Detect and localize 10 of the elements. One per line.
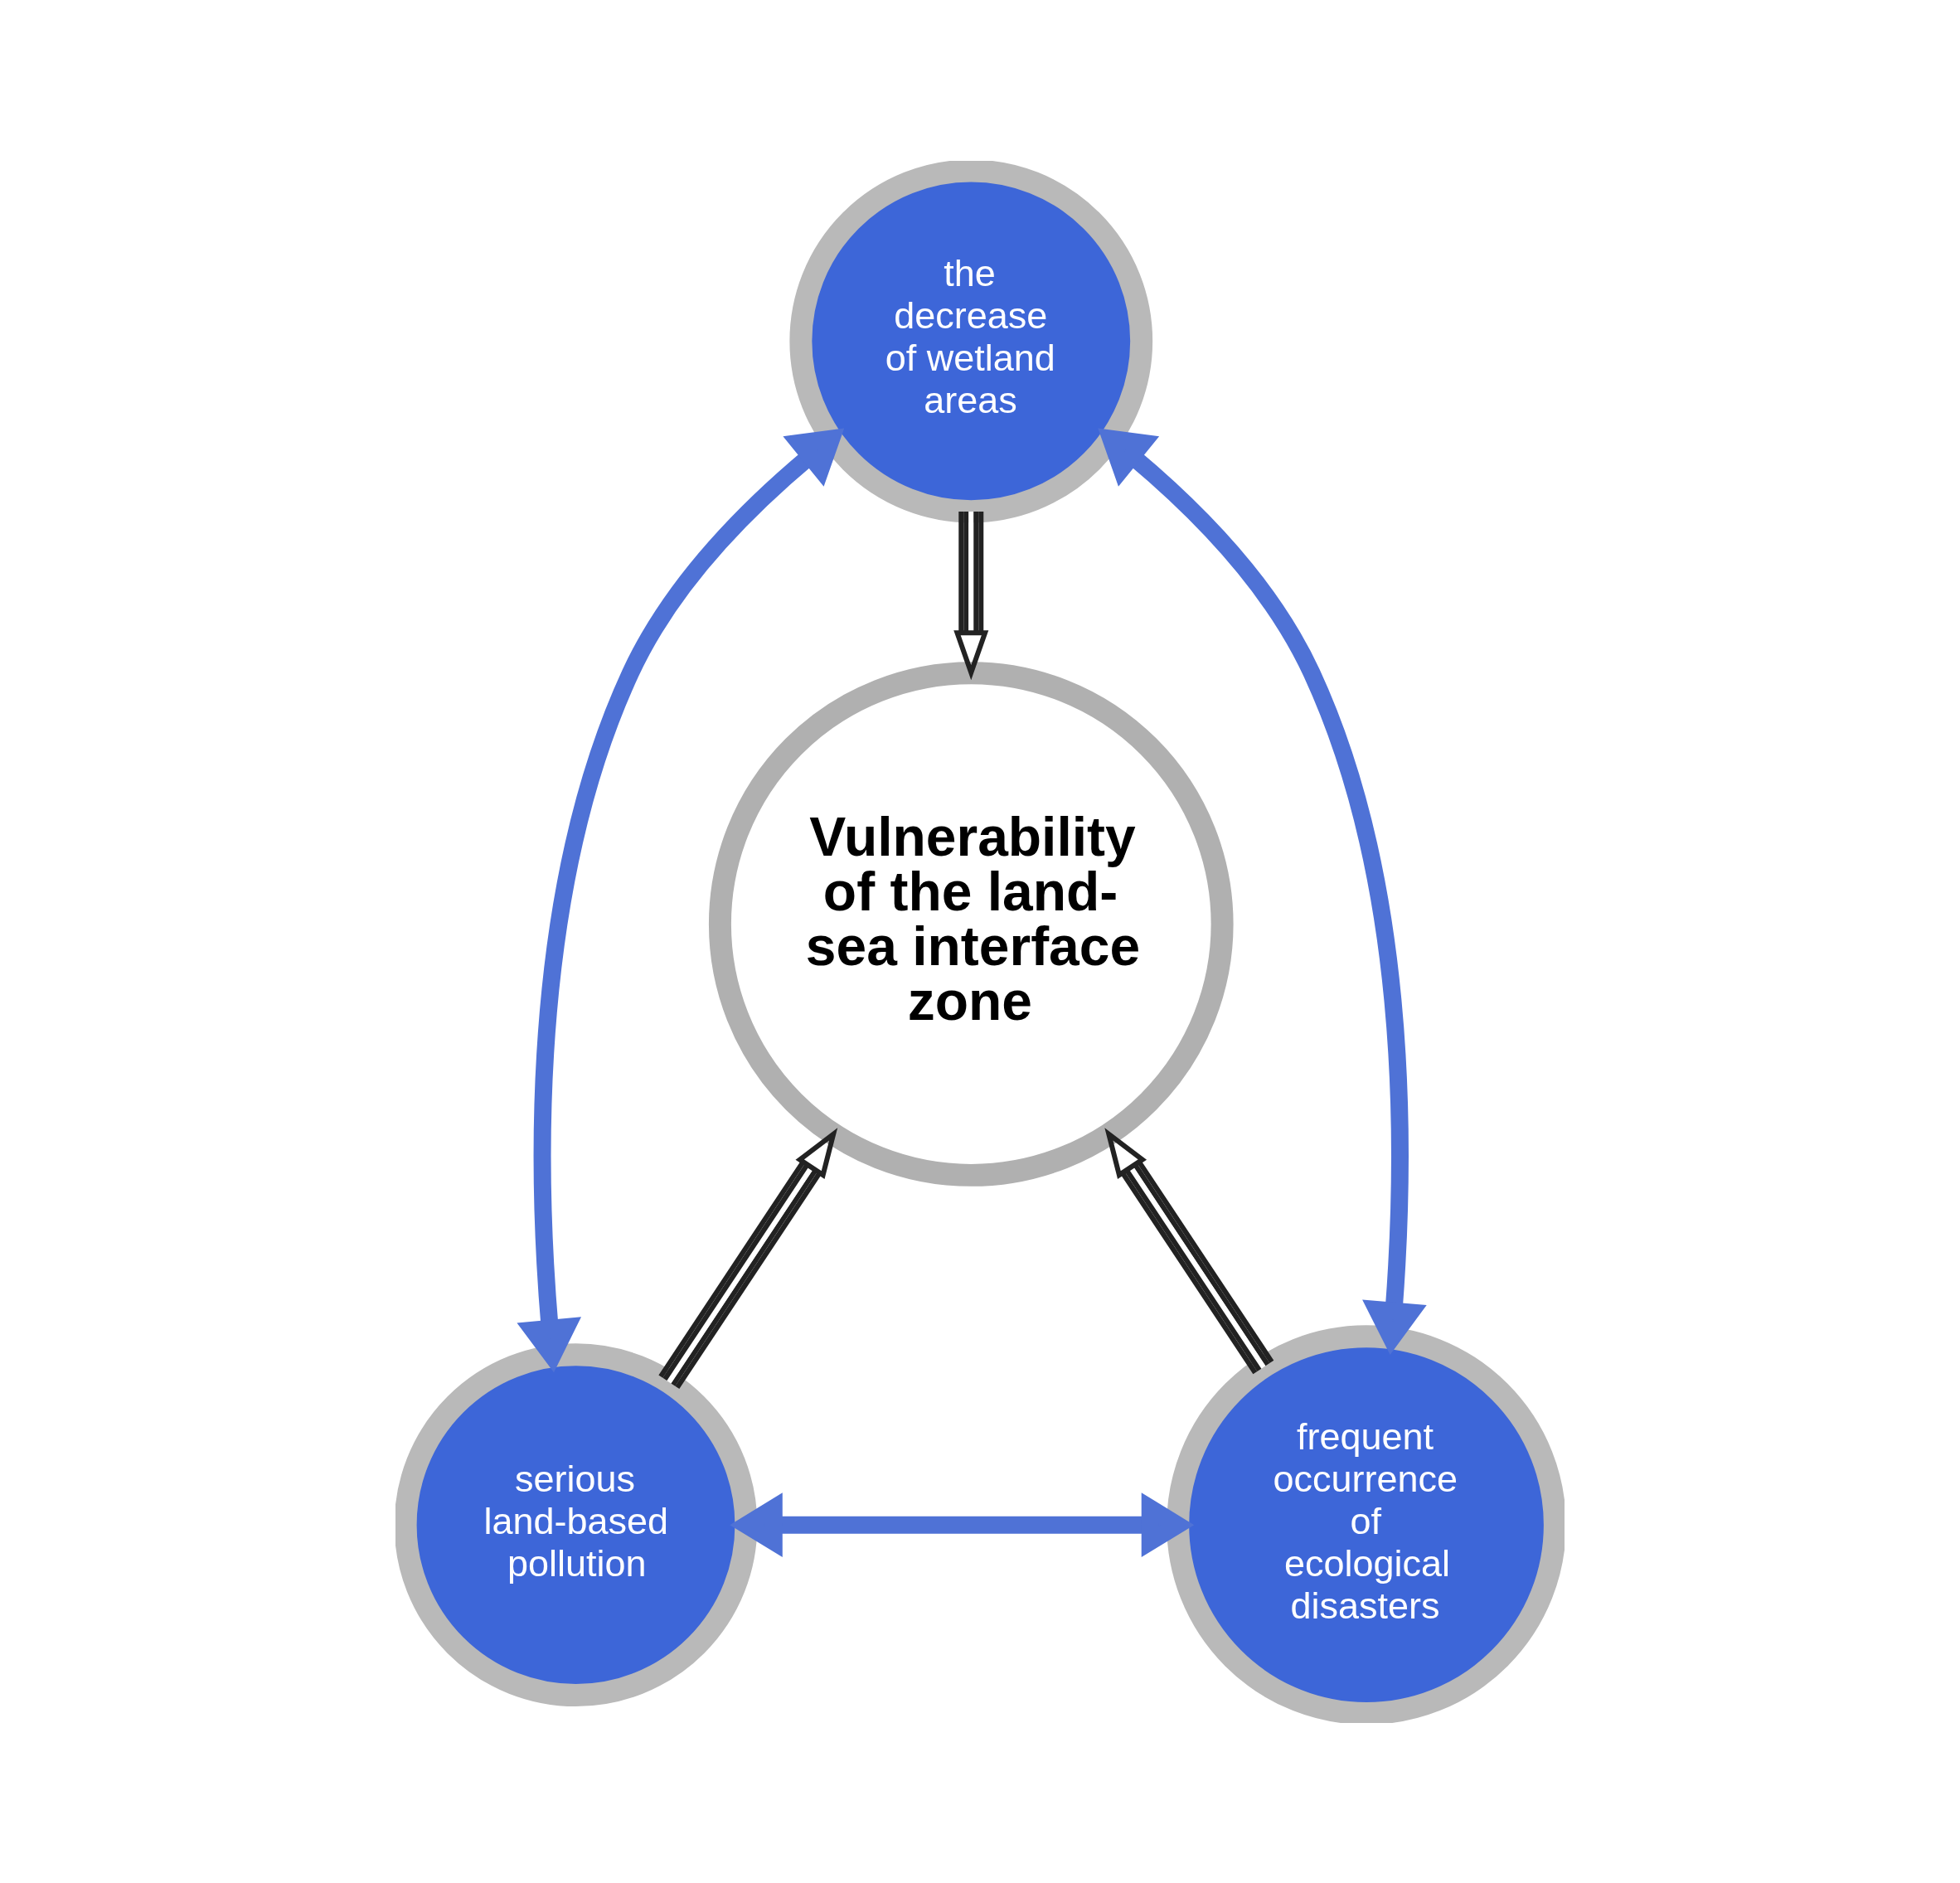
node-circle: Vulnerability of the land-sea interface zone xyxy=(708,661,1234,1187)
node-circle: the decrease of wetland areas xyxy=(789,160,1153,522)
node-circle: serious land-based pollution xyxy=(395,1342,758,1706)
arrow xyxy=(1098,427,1427,1355)
arrow xyxy=(730,1492,1195,1557)
node-circle: frequent occurrence of ecological disasters xyxy=(1167,1324,1565,1723)
arrow xyxy=(953,511,989,680)
arrow xyxy=(517,427,845,1372)
arrow xyxy=(658,1127,838,1389)
arrow xyxy=(1104,1127,1274,1374)
